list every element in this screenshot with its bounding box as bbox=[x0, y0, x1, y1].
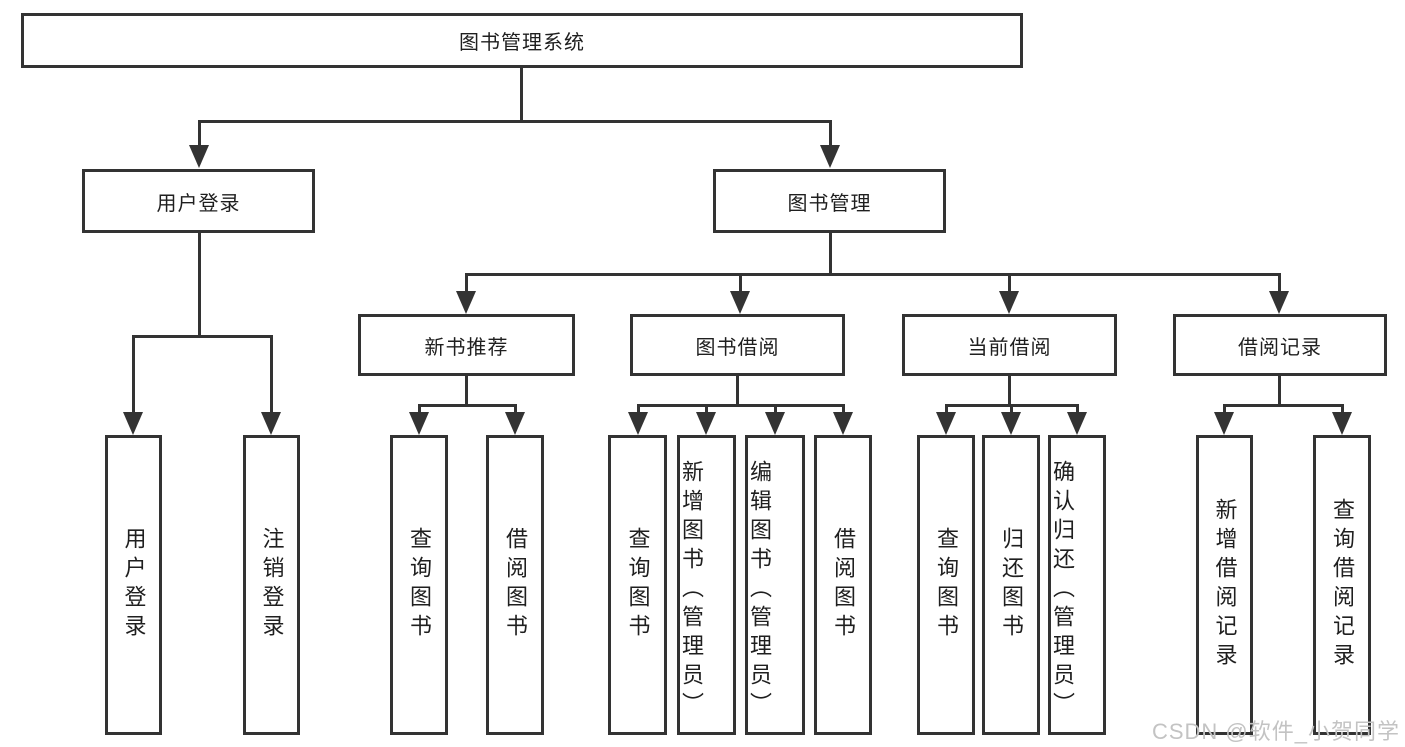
connector-line bbox=[739, 273, 742, 293]
node-book-management-label: 图书管理 bbox=[787, 192, 872, 215]
connector-line bbox=[465, 374, 468, 407]
arrow-down-icon bbox=[628, 412, 648, 435]
leaf-add-borrow-record-label: 新增借阅记录 bbox=[1212, 498, 1238, 672]
connector-line bbox=[520, 66, 523, 122]
arrow-down-icon bbox=[1001, 412, 1021, 435]
connector-line bbox=[132, 335, 135, 415]
node-library-system-label: 图书管理系统 bbox=[459, 32, 585, 54]
node-library-system: 图书管理系统 bbox=[21, 13, 1023, 68]
connector-line bbox=[842, 404, 845, 414]
connector-line bbox=[705, 404, 708, 414]
arrow-down-icon bbox=[409, 412, 429, 435]
arrow-down-icon bbox=[1067, 412, 1087, 435]
connector-line bbox=[1008, 374, 1011, 407]
arrow-down-icon bbox=[189, 145, 209, 168]
node-current-borrowing-label: 当前借阅 bbox=[967, 336, 1052, 359]
leaf-query-books-borrowing: 查询图书 bbox=[608, 435, 667, 735]
leaf-confirm-return-admin: 确认归还（管理员） bbox=[1048, 435, 1106, 735]
leaf-query-borrow-record: 查询借阅记录 bbox=[1313, 435, 1371, 735]
node-user-login: 用户登录 bbox=[82, 169, 315, 233]
connector-line bbox=[637, 404, 640, 414]
arrow-down-icon bbox=[123, 412, 143, 435]
leaf-return-books: 归还图书 bbox=[982, 435, 1040, 735]
connector-line bbox=[198, 231, 201, 337]
leaf-borrow-books-recommend-label: 借阅图书 bbox=[503, 527, 528, 643]
node-borrow-records-label: 借阅记录 bbox=[1238, 336, 1322, 359]
node-new-book-recommend-label: 新书推荐 bbox=[424, 336, 509, 359]
leaf-confirm-return-admin-label: 确认归还（管理员） bbox=[1050, 459, 1075, 721]
leaf-user-login: 用户登录 bbox=[105, 435, 162, 735]
leaf-user-login-label: 用户登录 bbox=[121, 527, 147, 643]
connector-line bbox=[270, 335, 273, 415]
leaf-edit-book-admin: 编辑图书（管理员） bbox=[745, 435, 805, 735]
arrow-down-icon bbox=[833, 412, 853, 435]
leaf-logout: 注销登录 bbox=[243, 435, 300, 735]
connector-line bbox=[945, 404, 948, 414]
arrow-down-icon bbox=[730, 291, 750, 314]
connector-line bbox=[1278, 374, 1281, 407]
csdn-watermark: CSDN @软件_小贺同学 bbox=[1151, 719, 1400, 744]
leaf-add-book-admin-label: 新增图书（管理员） bbox=[679, 459, 704, 721]
arrow-down-icon bbox=[1269, 291, 1289, 314]
connector-line bbox=[465, 273, 468, 293]
arrow-down-icon bbox=[936, 412, 956, 435]
connector-line bbox=[637, 404, 844, 407]
leaf-edit-book-admin-label: 编辑图书（管理员） bbox=[747, 459, 772, 721]
node-new-book-recommend: 新书推荐 bbox=[358, 314, 575, 376]
node-book-borrowing: 图书借阅 bbox=[630, 314, 845, 376]
arrow-down-icon bbox=[1214, 412, 1234, 435]
arrow-down-icon bbox=[999, 291, 1019, 314]
arrow-down-icon bbox=[456, 291, 476, 314]
connector-line bbox=[1278, 273, 1281, 293]
arrow-down-icon bbox=[261, 412, 281, 435]
connector-line bbox=[829, 231, 832, 275]
node-borrow-records: 借阅记录 bbox=[1173, 314, 1387, 376]
connector-line bbox=[829, 120, 832, 147]
connector-line bbox=[1341, 404, 1344, 414]
connector-line bbox=[1223, 404, 1343, 407]
leaf-borrow-books-recommend: 借阅图书 bbox=[486, 435, 544, 735]
connector-line bbox=[736, 374, 739, 407]
arrow-down-icon bbox=[505, 412, 525, 435]
connector-line bbox=[465, 273, 1281, 276]
leaf-query-books-recommend-label: 查询图书 bbox=[407, 527, 432, 643]
leaf-query-books-current-label: 查询图书 bbox=[934, 527, 959, 643]
connector-line bbox=[418, 404, 421, 414]
connector-line bbox=[418, 404, 516, 407]
node-current-borrowing: 当前借阅 bbox=[902, 314, 1117, 376]
leaf-query-borrow-record-label: 查询借阅记录 bbox=[1330, 498, 1355, 672]
connector-line bbox=[1010, 404, 1013, 414]
leaf-query-books-recommend: 查询图书 bbox=[390, 435, 448, 735]
node-book-borrowing-label: 图书借阅 bbox=[695, 336, 780, 359]
node-book-management: 图书管理 bbox=[713, 169, 946, 233]
leaf-add-book-admin: 新增图书（管理员） bbox=[677, 435, 736, 735]
connector-line bbox=[1008, 273, 1011, 293]
connector-line bbox=[1076, 404, 1079, 414]
connector-line bbox=[1223, 404, 1226, 414]
connector-line bbox=[198, 120, 832, 123]
connector-line bbox=[198, 120, 201, 147]
leaf-query-books-current: 查询图书 bbox=[917, 435, 975, 735]
leaf-add-borrow-record: 新增借阅记录 bbox=[1196, 435, 1253, 735]
connector-line bbox=[774, 404, 777, 414]
arrow-down-icon bbox=[820, 145, 840, 168]
leaf-borrow-books-label: 借阅图书 bbox=[831, 527, 856, 643]
leaf-return-books-label: 归还图书 bbox=[999, 527, 1024, 643]
leaf-logout-label: 注销登录 bbox=[259, 527, 285, 643]
leaf-borrow-books: 借阅图书 bbox=[814, 435, 872, 735]
arrow-down-icon bbox=[1332, 412, 1352, 435]
arrow-down-icon bbox=[696, 412, 716, 435]
arrow-down-icon bbox=[765, 412, 785, 435]
leaf-query-books-borrowing-label: 查询图书 bbox=[625, 527, 651, 643]
connector-line bbox=[514, 404, 517, 414]
connector-line bbox=[132, 335, 273, 338]
node-user-login-label: 用户登录 bbox=[156, 192, 241, 215]
